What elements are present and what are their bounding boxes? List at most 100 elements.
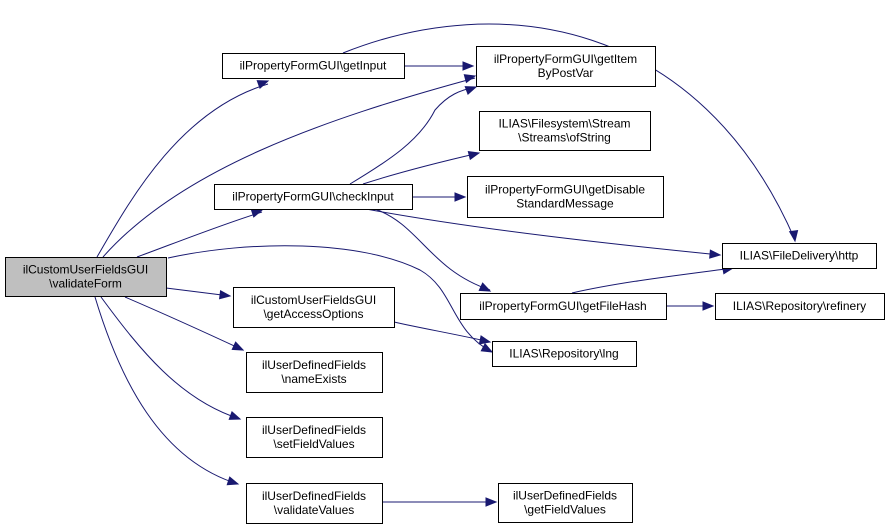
- arrowhead-icon: [454, 192, 467, 202]
- arrowhead-icon: [788, 229, 799, 243]
- node-http[interactable]: ILIAS\FileDelivery\http: [722, 243, 877, 269]
- node-nameExists[interactable]: ilUserDefinedFields\nameExists: [246, 352, 383, 393]
- node-box: [214, 184, 413, 210]
- node-lng[interactable]: ILIAS\Repository\lng: [492, 341, 637, 367]
- node-getAccessOptions[interactable]: ilCustomUserFieldsGUI\getAccessOptions: [233, 287, 395, 328]
- node-box: [498, 483, 633, 523]
- node-label-line: ilUserDefinedFields: [262, 489, 366, 503]
- node-box: [722, 243, 877, 269]
- node-label-line: \setFieldValues: [273, 437, 354, 451]
- edge-line: [165, 287, 231, 297]
- arrowhead-icon: [478, 282, 492, 292]
- node-box: [246, 483, 383, 524]
- node-box: [246, 352, 383, 393]
- node-getFileHash[interactable]: ilPropertyFormGUI\getFileHash: [460, 293, 667, 320]
- edge-validateForm-to-nameExists: [124, 296, 245, 351]
- edge-line: [100, 296, 241, 420]
- node-label-line: ilPropertyFormGUI\getItem: [494, 52, 637, 66]
- node-box: [246, 417, 383, 458]
- edge-checkInput-to-getDisableStandardMessage: [412, 192, 467, 202]
- arrowhead-icon: [485, 497, 498, 507]
- node-box: [715, 293, 885, 320]
- node-ofString[interactable]: ILIAS\Filesystem\Stream\Streams\ofString: [479, 111, 651, 151]
- edge-validateForm-to-validateValues: [94, 296, 240, 486]
- edge-line: [102, 77, 476, 258]
- arrowhead-icon: [228, 410, 242, 420]
- node-label-line: \Streams\ofString: [518, 131, 611, 145]
- node-box: [476, 46, 656, 87]
- node-getInput[interactable]: ilPropertyFormGUI\getInput: [222, 53, 405, 79]
- arrowhead-icon: [256, 80, 270, 90]
- nodes-layer: ilCustomUserFieldsGUI\validateForm ilProp…: [5, 46, 885, 524]
- node-validateValues[interactable]: ilUserDefinedFields\validateValues: [246, 483, 383, 524]
- edge-line: [349, 86, 477, 185]
- node-refinery[interactable]: ILIAS\Repository\refinery: [715, 293, 885, 320]
- node-box: [233, 287, 395, 328]
- edge-getFileHash-to-http: [571, 265, 735, 294]
- edge-line: [96, 83, 269, 258]
- edge-validateForm-to-getInput: [96, 80, 270, 258]
- node-getDisableStandardMessage[interactable]: ilPropertyFormGUI\getDisableStandardMess…: [467, 176, 664, 218]
- node-getFieldValues[interactable]: ilUserDefinedFields\getFieldValues: [498, 483, 633, 523]
- edge-line: [393, 321, 491, 343]
- edge-getFileHash-to-refinery: [666, 301, 715, 311]
- node-label-line: ILIAS\Repository\refinery: [733, 299, 866, 313]
- node-label-line: ilCustomUserFieldsGUI: [23, 263, 148, 277]
- edge-line: [342, 23, 796, 241]
- edge-checkInput-to-ofString: [362, 150, 481, 185]
- node-label-line: \getAccessOptions: [263, 307, 363, 321]
- edge-getInput-to-http: [342, 23, 799, 243]
- edge-line: [94, 296, 239, 485]
- edge-checkInput-to-http: [365, 208, 722, 259]
- edge-line: [571, 267, 734, 294]
- node-label-line: ilPropertyFormGUI\getFileHash: [479, 299, 646, 313]
- edge-line: [362, 152, 480, 185]
- node-label-line: ILIAS\Filesystem\Stream: [498, 117, 630, 131]
- edge-line: [124, 296, 244, 351]
- edge-getInput-to-getItemByPostVar: [404, 61, 475, 71]
- node-label-line: ByPostVar: [538, 66, 594, 80]
- arrowhead-icon: [464, 86, 478, 96]
- edge-line: [374, 208, 491, 291]
- node-label-line: ilUserDefinedFields: [262, 423, 366, 437]
- node-box: [5, 257, 167, 297]
- node-box: [460, 293, 667, 320]
- node-box: [479, 111, 651, 151]
- node-label-line: ilUserDefinedFields: [513, 489, 617, 503]
- node-label-line: \getFieldValues: [524, 503, 606, 517]
- arrowhead-icon: [467, 150, 481, 161]
- edge-getAccessOptions-to-lng: [393, 321, 492, 345]
- node-label-line: \validateValues: [274, 503, 355, 517]
- edge-line: [167, 245, 493, 353]
- arrowhead-icon: [709, 249, 722, 259]
- node-label-line: ilPropertyFormGUI\checkInput: [232, 190, 394, 204]
- arrowhead-icon: [226, 476, 240, 486]
- node-label-line: \nameExists: [281, 372, 346, 386]
- node-box: [492, 341, 637, 367]
- edge-validateForm-to-setFieldValues: [100, 296, 242, 420]
- edges-layer: [94, 23, 799, 507]
- node-validateForm[interactable]: ilCustomUserFieldsGUI\validateForm: [5, 257, 167, 297]
- arrowhead-icon: [480, 342, 494, 353]
- node-box: [467, 176, 664, 218]
- node-label-line: \validateForm: [49, 277, 122, 291]
- edge-validateForm-to-checkInput: [136, 208, 264, 258]
- node-label-line: StandardMessage: [516, 197, 614, 211]
- node-checkInput[interactable]: ilPropertyFormGUI\checkInput: [214, 184, 413, 210]
- node-label-line: ILIAS\Repository\lng: [509, 347, 618, 361]
- arrowhead-icon: [478, 335, 492, 345]
- arrowhead-icon: [463, 74, 477, 84]
- arrowhead-icon: [231, 341, 245, 351]
- edge-checkInput-to-getItemByPostVar: [349, 86, 478, 185]
- edge-validateForm-to-getItemByPostVar: [102, 74, 477, 258]
- edge-validateValues-to-getFieldValues: [382, 497, 498, 507]
- edge-line: [365, 208, 721, 256]
- node-label-line: ILIAS\FileDelivery\http: [740, 249, 859, 263]
- node-setFieldValues[interactable]: ilUserDefinedFields\setFieldValues: [246, 417, 383, 458]
- edge-checkInput-to-getFileHash: [374, 208, 492, 292]
- node-label-line: ilUserDefinedFields: [262, 358, 366, 372]
- node-box: [222, 53, 405, 79]
- edge-validateForm-to-lng: [167, 245, 494, 353]
